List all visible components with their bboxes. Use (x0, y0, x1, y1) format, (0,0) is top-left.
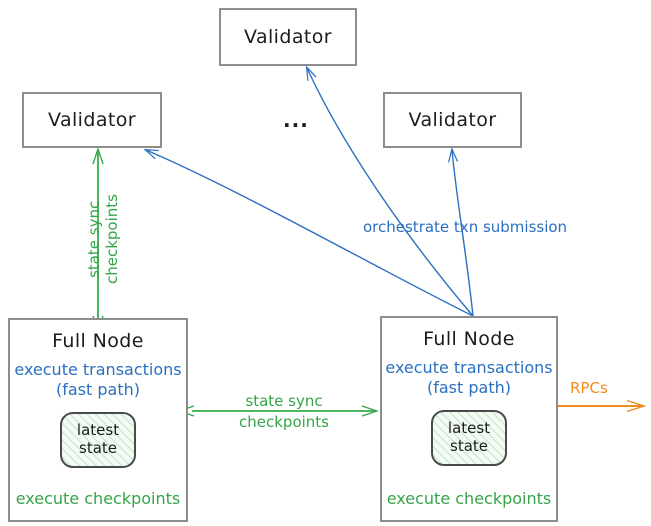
full-node-right-latest-state-line-2: state (450, 436, 488, 455)
validator-left-box[interactable]: Validator (22, 92, 162, 148)
edge-label-middle-state-sync: state sync (245, 392, 323, 410)
edge-label-middle-checkpoints: checkpoints (239, 413, 329, 431)
full-node-left-fast-path: execute transactions (fast path) (14, 360, 181, 401)
full-node-right-title: Full Node (423, 328, 515, 350)
full-node-left-execute-checkpoints: execute checkpoints (15, 489, 181, 508)
full-node-left-latest-state-line-1: latest (76, 421, 120, 440)
edge-label-left-checkpoints: checkpoints (103, 194, 121, 284)
full-node-right-latest-state-line-1: latest (447, 419, 491, 438)
validator-right-label: Validator (408, 109, 497, 131)
edge-label-rpcs: RPCs (570, 379, 608, 397)
full-node-right-fast-path: execute transactions (fast path) (385, 358, 552, 399)
full-node-left-box[interactable]: Full Node execute transactions (fast pat… (8, 318, 188, 522)
full-node-right-fast-path-line-1: execute transactions (385, 358, 553, 377)
full-node-left-fast-path-line-2: (fast path) (56, 380, 140, 400)
full-node-right-fast-path-line-2: (fast path) (427, 378, 511, 398)
validator-left-label: Validator (48, 109, 136, 131)
validator-top-box[interactable]: Validator (219, 8, 357, 66)
full-node-left-latest-state-box[interactable]: latest state (60, 411, 136, 468)
full-node-left-latest-state-line-2: state (79, 438, 117, 457)
validator-top-label: Validator (244, 26, 332, 48)
edge-label-orchestrate-txn-submission: orchestrate txn submission (363, 218, 568, 236)
full-node-right-execute-checkpoints: execute checkpoints (386, 489, 552, 508)
validators-ellipsis: ... (283, 108, 309, 132)
validator-right-box[interactable]: Validator (383, 92, 522, 148)
edge-label-left-state-sync: state sync (85, 200, 103, 278)
full-node-left-fast-path-line-1: execute transactions (14, 360, 182, 379)
full-node-right-latest-state-box[interactable]: latest state (431, 409, 507, 466)
full-node-right-box[interactable]: Full Node execute transactions (fast pat… (380, 316, 558, 522)
full-node-left-title: Full Node (52, 330, 144, 352)
